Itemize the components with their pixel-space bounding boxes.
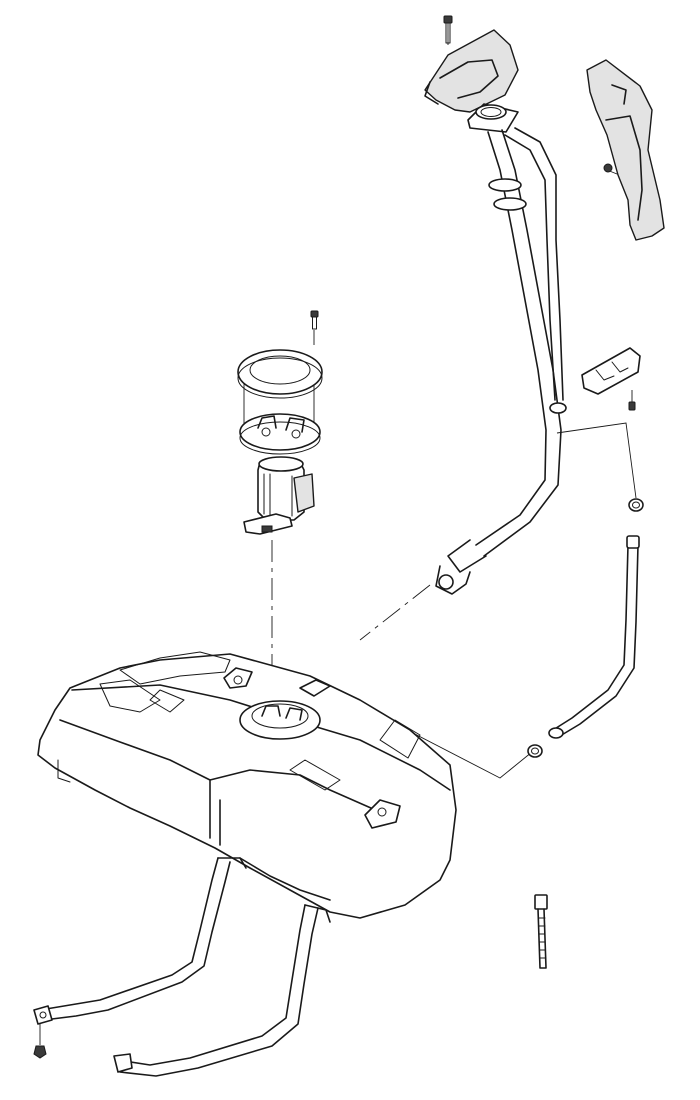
hose-clamp-lower: [527, 744, 543, 758]
pump-lock-ring: [237, 349, 323, 399]
hose-clamp-upper: [628, 498, 644, 512]
pump-screw: [310, 310, 319, 330]
vent-hose: [548, 535, 640, 739]
filler-housing-bolt: [443, 15, 453, 44]
filler-neck-housing: [424, 29, 519, 133]
pump-flange: [239, 413, 321, 455]
fuel-tank: [37, 651, 457, 919]
pipe-bracket: [581, 347, 641, 411]
cable-tie: [534, 894, 548, 969]
fuel-pump-assembly: [243, 456, 315, 535]
tank-strap-left: [33, 857, 247, 1059]
filler-pipe: [435, 127, 567, 595]
tank-strap-right: [113, 904, 331, 1077]
heat-shield: [586, 59, 665, 241]
